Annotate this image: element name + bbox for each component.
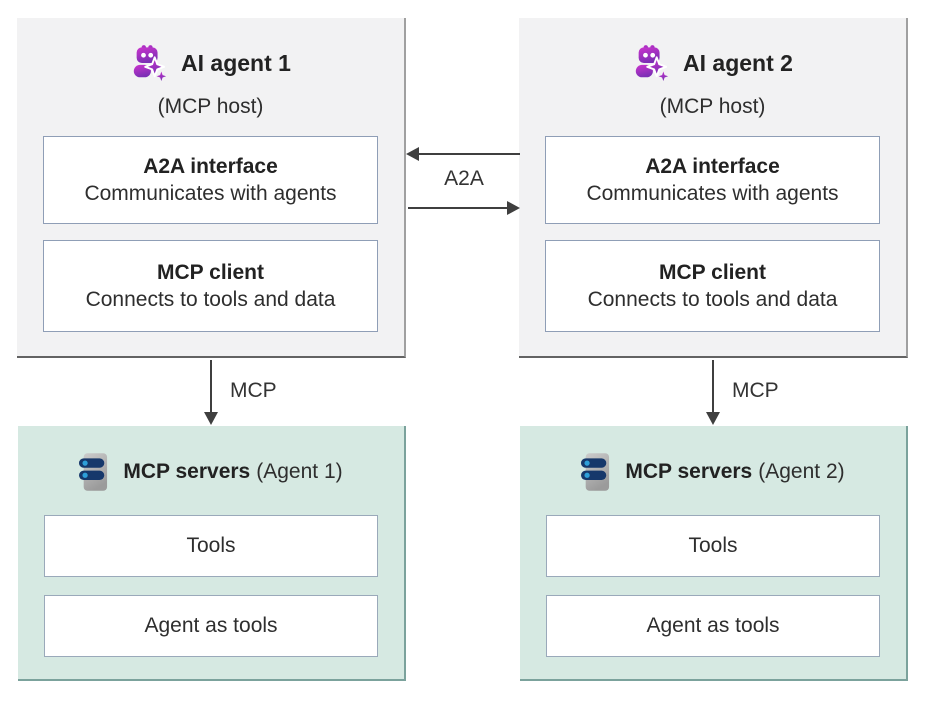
agent-as-tools-box: Agent as tools <box>44 595 378 657</box>
agent-2-subtitle: (MCP host) <box>659 95 766 118</box>
mcp-arrow-agent1-line <box>210 360 212 413</box>
mcp-servers-2-title: MCP servers(Agent 2) <box>625 460 844 484</box>
component-description: Connects to tools and data <box>85 287 336 311</box>
mcp-arrow-agent2-line <box>712 360 714 413</box>
arrowhead-left-icon <box>406 147 419 161</box>
mcp-servers-2-header: MCP servers(Agent 2) <box>520 451 906 493</box>
tools-box: Tools <box>546 515 880 577</box>
agent-2-card: AI agent 2 (MCP host) A2A interface Comm… <box>519 18 908 358</box>
mcp-servers-2-card: MCP servers(Agent 2) Tools Agent as tool… <box>520 426 908 681</box>
agent-1-header: AI agent 1 <box>17 40 404 86</box>
a2a-connection-label: A2A <box>444 167 484 190</box>
mcp-servers-1-card: MCP servers(Agent 1) Tools Agent as tool… <box>18 426 406 681</box>
component-description: Communicates with agents <box>84 181 337 205</box>
server-title-suffix: (Agent 2) <box>758 460 845 483</box>
server-tower-icon <box>79 451 108 493</box>
a2a-arrow-to-agent2-line <box>408 207 508 209</box>
arrowhead-down-icon <box>204 412 218 425</box>
agent-2-mcp-client-box: MCP client Connects to tools and data <box>545 240 880 332</box>
component-description: Connects to tools and data <box>587 287 838 311</box>
tools-box: Tools <box>44 515 378 577</box>
component-heading: A2A interface <box>143 154 278 178</box>
component-heading: MCP client <box>157 260 264 284</box>
ai-agent-robot-sparkle-icon <box>130 42 168 84</box>
mcp-connection-label-2: MCP <box>732 379 779 402</box>
agent-2-header: AI agent 2 <box>519 40 906 86</box>
agent-1-mcp-client-box: MCP client Connects to tools and data <box>43 240 378 332</box>
component-heading: A2A interface <box>645 154 780 178</box>
arrowhead-right-icon <box>507 201 520 215</box>
server-tower-icon <box>581 451 610 493</box>
server-title-suffix: (Agent 1) <box>256 460 343 483</box>
component-description: Communicates with agents <box>586 181 839 205</box>
agent-1-title: AI agent 1 <box>181 49 291 76</box>
mcp-connection-label-1: MCP <box>230 379 277 402</box>
agent-1-subtitle: (MCP host) <box>157 95 264 118</box>
mcp-servers-1-header: MCP servers(Agent 1) <box>18 451 404 493</box>
agent-2-a2a-interface-box: A2A interface Communicates with agents <box>545 136 880 224</box>
arrowhead-down-icon <box>706 412 720 425</box>
component-heading: MCP client <box>659 260 766 284</box>
ai-agent-robot-sparkle-icon <box>632 42 670 84</box>
agent-as-tools-box: Agent as tools <box>546 595 880 657</box>
agent-1-a2a-interface-box: A2A interface Communicates with agents <box>43 136 378 224</box>
agent-1-card: AI agent 1 (MCP host) A2A interface Comm… <box>17 18 406 358</box>
a2a-arrow-to-agent1-line <box>409 153 520 155</box>
agent-2-title: AI agent 2 <box>683 49 793 76</box>
server-title: MCP servers <box>123 460 251 483</box>
mcp-servers-1-title: MCP servers(Agent 1) <box>123 460 342 484</box>
server-title: MCP servers <box>625 460 753 483</box>
